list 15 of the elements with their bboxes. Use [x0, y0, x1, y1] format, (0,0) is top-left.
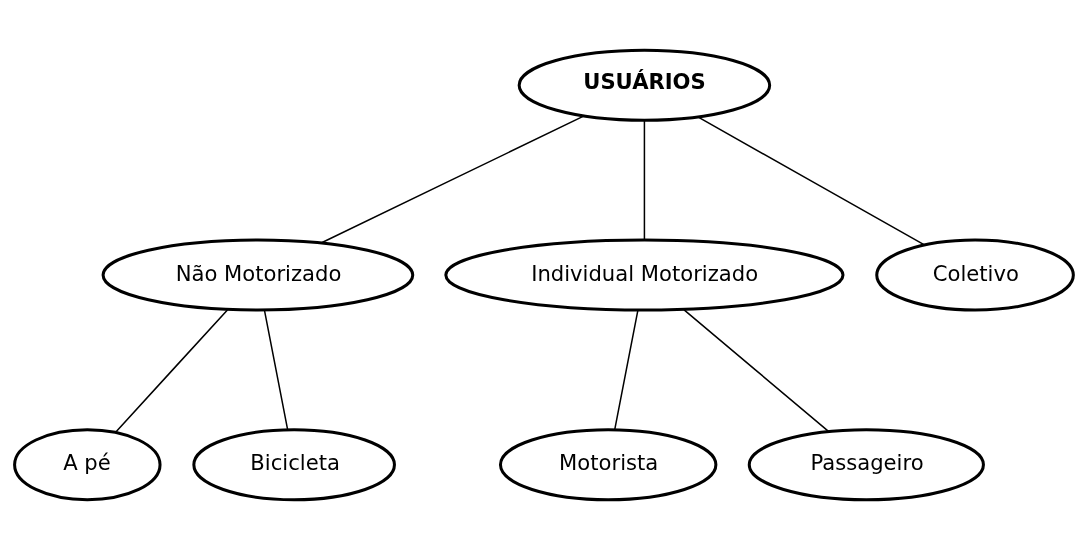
connector [614, 309, 639, 430]
node-ellipse: A pé [13, 427, 162, 501]
node-ellipse: Motorista [498, 427, 718, 501]
node-ellipse: USUÁRIOS [517, 48, 772, 122]
connector [643, 119, 646, 240]
node-ellipse: Individual Motorizado [444, 238, 845, 311]
connector [320, 114, 585, 243]
node-ellipse: Bicicleta [192, 427, 396, 501]
connector [263, 309, 289, 430]
node-ellipse: Não Motorizado [101, 238, 415, 311]
connector [697, 115, 925, 245]
connector [115, 308, 229, 433]
connector [683, 308, 830, 432]
node-ellipse: Passageiro [747, 427, 985, 501]
node-ellipse: Coletivo [875, 238, 1075, 311]
